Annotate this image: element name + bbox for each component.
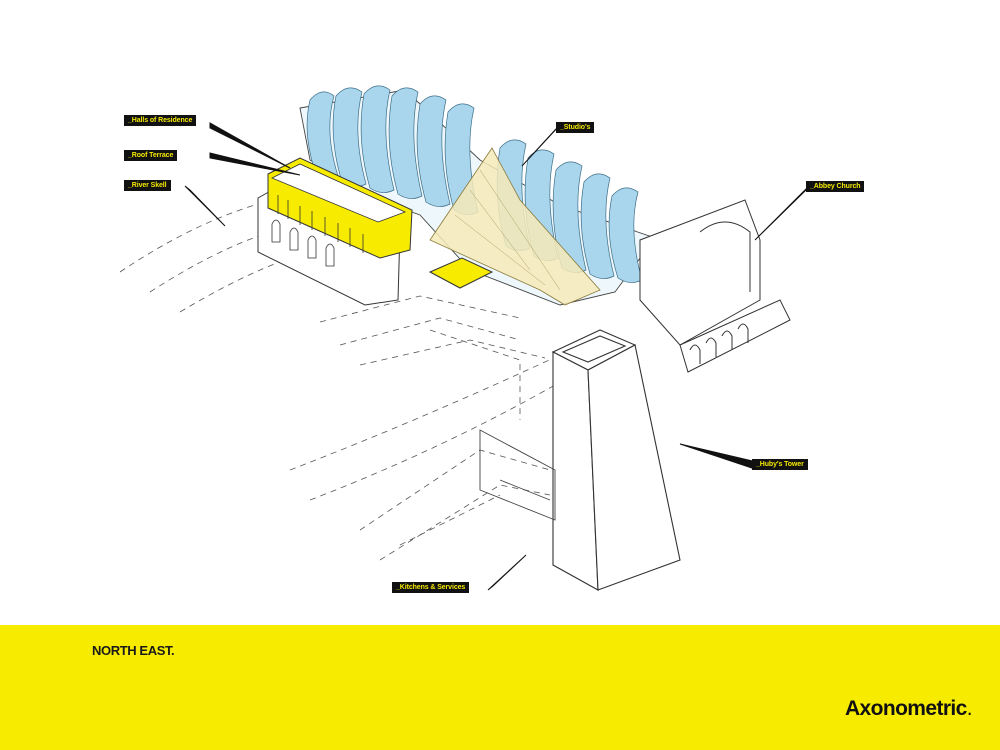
sheet-title-period: . [966, 697, 973, 720]
label-hubys-tower: _Huby's Tower [752, 459, 808, 470]
view-label: NORTH EAST. [92, 643, 175, 658]
label-abbey-church: _Abbey Church [806, 181, 865, 192]
canopy [429, 147, 601, 306]
axonometric-drawing [119, 85, 811, 591]
hubys-tower [551, 329, 681, 591]
halls-of-residence [257, 157, 413, 306]
label-kitchens-services: _Kitchens & Services [392, 582, 470, 593]
sheet-title: Axonometric. [844, 697, 973, 721]
label-roof-terrace: _Roof Terrace [124, 150, 178, 161]
roof-terrace [428, 257, 494, 289]
label-river-skell: _River Skell [124, 180, 171, 191]
studios-roof [299, 85, 656, 306]
sheet-title-text: Axonometric [844, 697, 967, 720]
kitchens-services [479, 429, 556, 521]
label-studios: _Studio's [556, 122, 595, 133]
leader-lines [184, 122, 811, 591]
footer-band: NORTH EAST. Axonometric. [0, 625, 1000, 750]
canopy-hatch [454, 169, 561, 291]
abbey-church [639, 199, 791, 373]
label-halls-of-residence: _Halls of Residence [124, 115, 197, 126]
